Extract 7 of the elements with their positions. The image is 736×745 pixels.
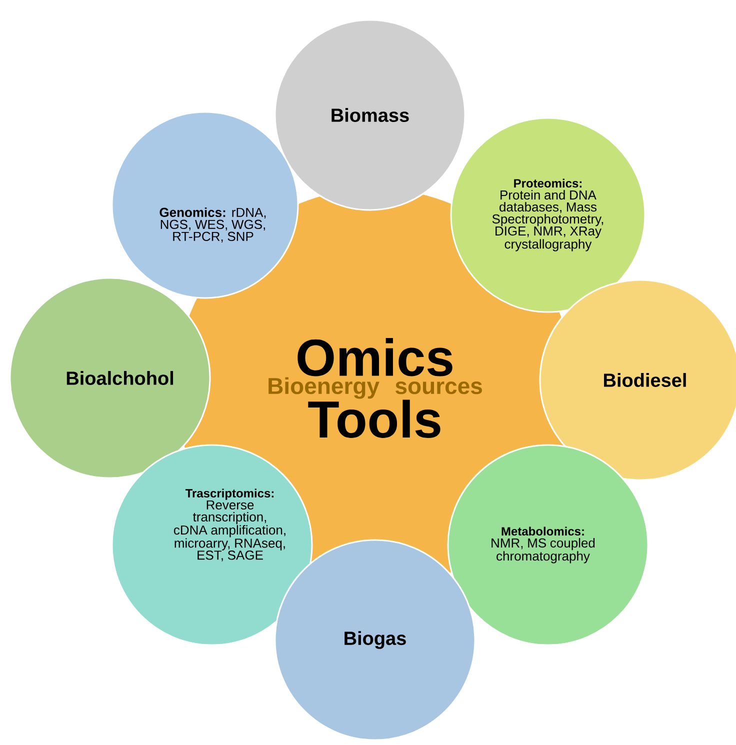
circle-node: Bioalchohol — [9, 277, 211, 479]
circle-node: Genomics: rDNA, NGS, WES, WGS, RT-PCR, SNP — [111, 111, 299, 299]
circle-node: Trascriptomics: Reverse transcription, cDNA amplification, microarry, RNAseq, EST, SAGE — [111, 444, 313, 646]
circle-node: Biomass — [274, 19, 466, 211]
circle-node: Metabolomics: NMR, MS coupled chromatography — [447, 444, 649, 646]
circle-node: Proteomics: Protein and DNA databases, Mass Spectrophotometry, DIGE, NMR, XRay crystallography — [450, 117, 646, 313]
circle-node: Biodiesel — [539, 279, 736, 481]
